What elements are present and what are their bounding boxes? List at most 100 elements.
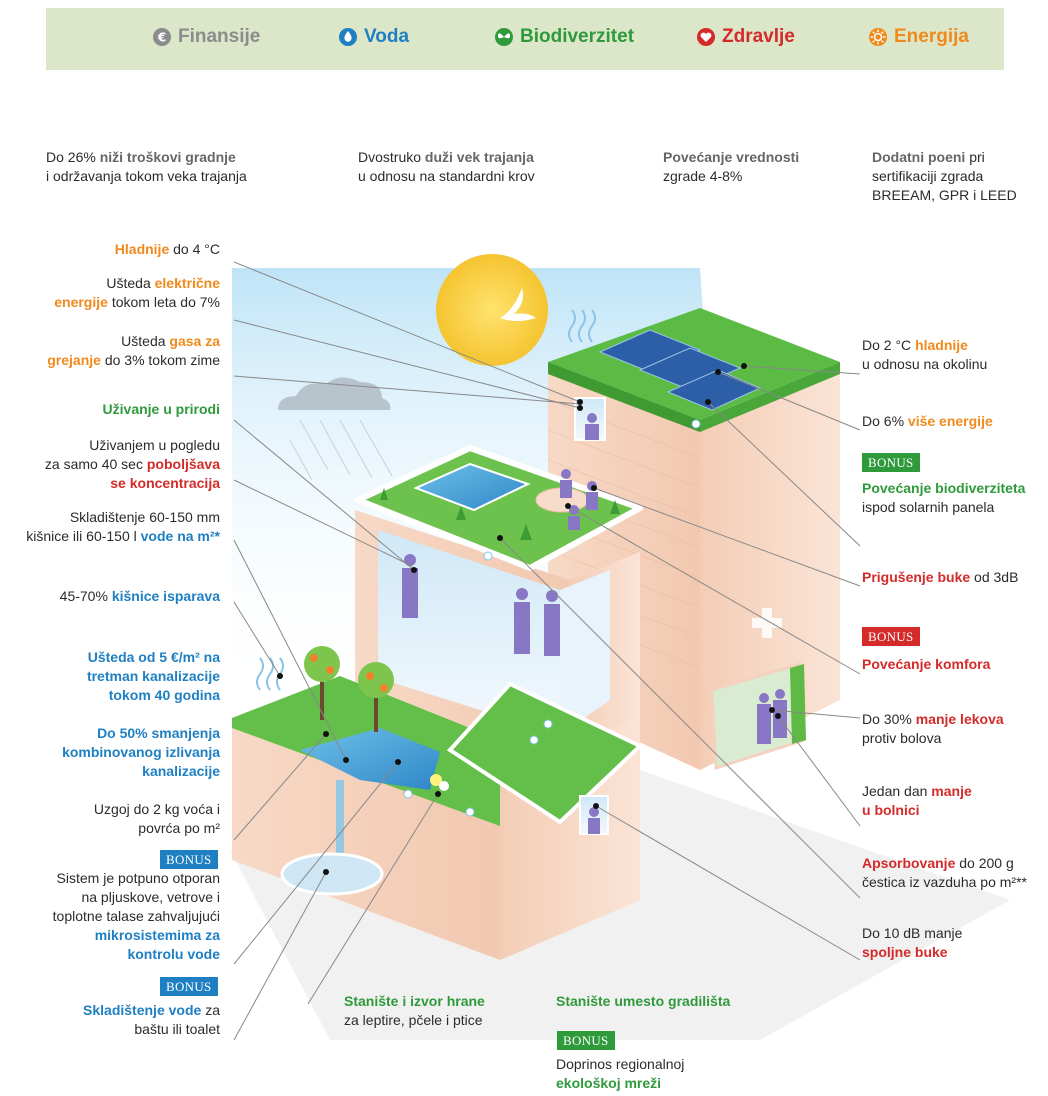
right-noise-damping: Prigušenje buke od 3dB: [862, 568, 1018, 587]
text: kišnice ili 60-150 l: [26, 528, 141, 544]
left-cooler: Hladnije do 4 °C: [115, 240, 220, 259]
legend-label: Zdravlje: [722, 26, 795, 47]
pharmacy-cross-icon: [752, 608, 782, 638]
text: baštu ili toalet: [134, 1021, 220, 1037]
bottom-eco-network: Doprinos regionalnoj ekološkoj mreži: [556, 1055, 684, 1093]
left-water-storage: Skladištenje vode za baštu ili toalet: [83, 1001, 220, 1039]
text-highlight: spoljne buke: [862, 944, 948, 960]
legend-voda: Voda: [338, 26, 409, 48]
roof-plants: [380, 488, 620, 540]
legend-label: Finansije: [178, 26, 261, 47]
lower-block-left-wall: [232, 720, 500, 960]
text: u odnosu na standardni krov: [358, 168, 535, 184]
text: Jedan dan: [862, 783, 932, 799]
text: Doprinos regionalnoj: [556, 1056, 685, 1072]
text: Uzgoj do 2 kg voća i: [93, 801, 220, 817]
left-concentration: Uživanjem u pogledu za samo 40 sec pobol…: [45, 436, 220, 493]
legend-energija: Energija: [868, 26, 969, 48]
text: protiv bolova: [862, 730, 942, 746]
text-highlight: kombinovanog izlivanja: [62, 744, 220, 760]
text: BREEAM, GPR i LEED: [872, 187, 1017, 203]
text-highlight: Apsorbovanje: [862, 855, 956, 871]
euro-coin-icon: €: [153, 28, 171, 46]
legend-biodiverzitet: Biodiverzitet: [494, 26, 634, 48]
text-highlight: niži troškovi gradnje: [99, 149, 236, 165]
text-highlight: mikrosistemima za: [94, 927, 220, 943]
text: na pljuskove, vetrove i: [81, 889, 220, 905]
fruit-trees: [304, 646, 394, 732]
text-highlight: kišnice isparava: [111, 588, 220, 604]
text-highlight: kontrolu vode: [127, 946, 220, 962]
text-highlight: ekološkoj mreži: [556, 1075, 662, 1091]
left-rain-storage: Skladištenje 60-150 mm kišnice ili 60-15…: [26, 508, 220, 546]
text-highlight: Prigušenje buke: [862, 569, 971, 585]
right-cooler: Do 2 °C hladnije u odnosu na okolinu: [862, 336, 987, 374]
text-highlight: Povećanje komfora: [862, 656, 991, 672]
text: Do 6%: [862, 413, 908, 429]
right-more-energy: Do 6% više energije: [862, 412, 993, 431]
text: za: [201, 1002, 220, 1018]
sun-illustration: [436, 254, 548, 366]
text: Do 2 °C: [862, 337, 916, 353]
svg-text:€: €: [157, 31, 166, 45]
legend-label: Voda: [364, 26, 410, 47]
water-drop-icon: [339, 28, 357, 46]
text: zgrade 4-8%: [663, 168, 743, 184]
text-highlight: vode na m²*: [140, 528, 220, 544]
text-highlight: električne: [154, 275, 220, 291]
text: Ušteda: [106, 275, 155, 291]
legend-finansije: € Finansije: [152, 26, 260, 48]
text: Do 10 dB manje: [862, 925, 963, 941]
text-highlight: energije: [54, 294, 108, 310]
legend-label: Energija: [894, 26, 969, 47]
right-less-medication: Do 30% manje lekova protiv bolova: [862, 710, 1004, 748]
bonus-badge: BONUS: [862, 453, 920, 472]
text-highlight: duži vek trajanja: [424, 149, 534, 165]
text-highlight: Uživanje u prirodi: [102, 401, 220, 417]
text-highlight: se koncentracija: [110, 475, 220, 491]
text: 45-70%: [59, 588, 112, 604]
left-resilience: Sistem je potpuno otporan na pljuskove, …: [53, 869, 220, 964]
right-particle-absorption: Apsorbovanje do 200 g čestica iz vazduha…: [862, 854, 1027, 892]
rain-water-tank: [280, 852, 384, 896]
text: do 200 g: [955, 855, 1014, 871]
text-highlight: kanalizacije: [142, 763, 220, 779]
leader-dots: [277, 363, 781, 875]
bonus-badge: BONUS: [862, 627, 920, 646]
tower-right-wall: [700, 372, 840, 770]
water-channel: [300, 728, 440, 790]
right-comfort: Povećanje komfora: [862, 655, 990, 674]
text: Skladištenje 60-150 mm: [69, 509, 220, 525]
text: ispod solarnih panela: [862, 499, 995, 515]
text-highlight: tokom 40 godina: [108, 687, 220, 703]
top-cost-savings: Do 26% niži troškovi gradnje i održavanj…: [46, 148, 247, 186]
text: čestica iz vazduha po m²**: [862, 874, 1027, 890]
text-highlight: više energije: [907, 413, 993, 429]
text: toplotne talase zahvaljujući: [52, 908, 220, 924]
text-highlight: manje: [931, 783, 972, 799]
text: pri: [965, 149, 985, 165]
text-highlight: u bolnici: [862, 802, 920, 818]
text: Do 26%: [46, 149, 100, 165]
text-highlight: Stanište i izvor hrane: [344, 993, 485, 1009]
text-highlight: manje lekova: [915, 711, 1004, 727]
text: Uživanjem u pogledu: [89, 437, 220, 453]
text: Sistem je potpuno otporan: [56, 870, 220, 886]
bottom-habitat-food: Stanište i izvor hrane za leptire, pčele…: [344, 992, 485, 1030]
text: Dvostruko: [358, 149, 425, 165]
text-highlight: Povećanje vrednosti: [663, 149, 800, 165]
rain-cloud-illustration: [278, 377, 391, 410]
legend-label: Biodiverzitet: [520, 26, 635, 47]
small-house-green-roof: [446, 681, 644, 825]
text-highlight: Ušteda od 5 €/m² na: [87, 649, 220, 665]
left-electric-savings: Ušteda električne energije tokom leta do…: [54, 274, 220, 312]
text-highlight: gasa za: [169, 333, 220, 349]
text-highlight: Do 50% smanjenja: [97, 725, 220, 741]
top-longer-lifespan: Dvostruko duži vek trajanja u odnosu na …: [358, 148, 535, 186]
heart-icon: [697, 28, 715, 46]
bird-illustration: [500, 288, 536, 321]
text-highlight: hladnije: [915, 337, 968, 353]
top-value-increase: Povećanje vrednosti zgrade 4-8%: [663, 148, 799, 186]
water-pipe-stream: [336, 780, 344, 860]
leader-lines: [233, 261, 861, 1041]
